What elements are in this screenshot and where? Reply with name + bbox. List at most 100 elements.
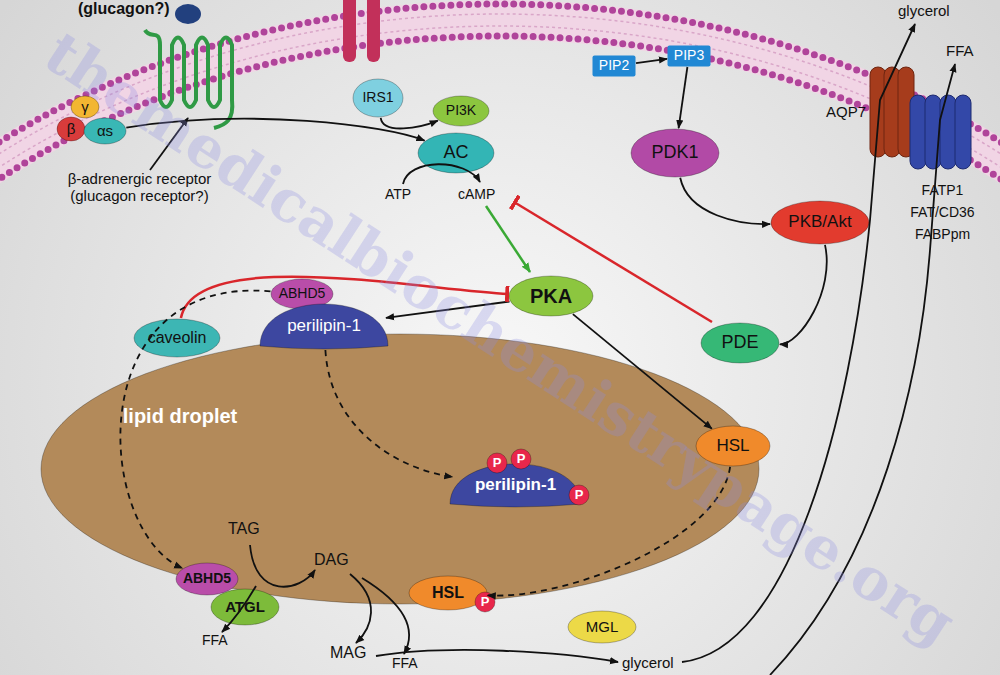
ellipse-outline <box>71 96 99 118</box>
ellipse-outline <box>771 201 869 244</box>
metabolite-label: cAMP <box>458 186 495 202</box>
lipid-tag: PIP2 <box>592 55 636 77</box>
dome-outline <box>260 304 388 349</box>
lipid-droplet: lipid dropletperilipin-1PPPHSLPABHD5ATGL <box>40 333 760 605</box>
node-label: ABHD5 <box>183 571 231 586</box>
ellipse-outline <box>134 319 220 357</box>
adaptor-protein: IRS1 <box>352 78 404 118</box>
receptor-label: β-adrenergic receptor (glucagon receptor… <box>52 170 227 205</box>
cell-interior <box>0 40 1000 675</box>
ellipse-outline <box>418 133 494 173</box>
metabolite-label: DAG <box>314 551 349 569</box>
phospho-tag: P <box>568 484 590 506</box>
g-alpha-subunit: αs <box>83 117 127 145</box>
node-label: FAT/CD36 <box>895 205 990 220</box>
g-beta-subunit: β <box>56 116 86 142</box>
transporter-subunit <box>925 95 941 169</box>
dome-outline <box>450 464 581 507</box>
node-label: AQP7 <box>818 104 874 121</box>
lipid-heads <box>0 36 1000 675</box>
node-label: AC <box>443 143 468 163</box>
kinase-blob: PKB/Akt <box>770 200 870 245</box>
metabolite-label: FFA <box>946 42 974 59</box>
rect-outline <box>668 46 711 67</box>
node-label: perilipin-1 <box>475 476 556 495</box>
node-label: ATGL <box>225 599 265 616</box>
node-label: caveolin <box>148 329 207 347</box>
node-label: PDE <box>721 333 758 353</box>
node-label: αs <box>97 123 113 140</box>
node-label: MGL <box>586 619 619 636</box>
ellipse-outline <box>475 592 495 612</box>
transporter-protein: FATP1FAT/CD36FABPpm <box>895 95 990 255</box>
lipid-tag: PIP3 <box>667 45 711 67</box>
metabolite-label: ATP <box>385 186 411 202</box>
node-label: PKB/Akt <box>788 213 851 232</box>
kinase-blob: PI3K <box>432 95 490 127</box>
node-label: P <box>493 456 502 470</box>
lipase-blob: ATGL <box>210 588 280 626</box>
node-label: P <box>575 488 584 502</box>
ellipse-outline <box>487 453 507 473</box>
ellipse-outline <box>568 611 636 643</box>
phospho-tag: P <box>474 591 496 613</box>
export-arrow <box>770 64 955 675</box>
node-label: P <box>481 595 490 609</box>
ellipse-outline <box>696 426 770 466</box>
leader-arrow <box>150 118 188 170</box>
node-label: PI3K <box>446 103 476 118</box>
coat-protein: perilipin-1 <box>258 302 390 350</box>
ellipse-outline <box>511 449 531 469</box>
ellipse-outline <box>211 589 279 625</box>
node-label: lipid droplet <box>95 405 265 427</box>
kinase-blob: PKA <box>508 275 594 317</box>
metabolite-label: MAG <box>330 644 366 662</box>
node-label: perilipin-1 <box>287 317 361 336</box>
export-arrow <box>682 24 915 662</box>
node-label: HSL <box>432 584 464 602</box>
ellipse-outline <box>569 485 589 505</box>
node-label: γ <box>81 99 89 116</box>
lipid-tails <box>0 26 1000 675</box>
ellipse-outline <box>701 323 779 363</box>
lipid-tails <box>0 14 1000 675</box>
lipase-blob: MGL <box>567 610 637 644</box>
ellipse-outline <box>631 129 719 177</box>
node-label: FABPpm <box>895 227 990 242</box>
metabolite-label: glycerol <box>622 654 674 671</box>
node-label: β <box>67 121 76 138</box>
insulin-receptor <box>367 0 380 62</box>
metabolite-label: FFA <box>392 655 418 671</box>
ellipse-outline <box>176 563 238 595</box>
transporter-subunit <box>940 95 956 169</box>
node-label: PDK1 <box>651 143 698 163</box>
ellipse-outline <box>57 117 85 141</box>
connector <box>680 178 770 224</box>
insulin-receptor <box>343 0 356 62</box>
node-label: PIP3 <box>674 48 704 63</box>
connector <box>126 119 424 141</box>
ellipse-outline <box>353 79 403 117</box>
node-label: PIP2 <box>599 58 629 73</box>
g-gamma-subunit: γ <box>70 95 100 119</box>
ellipse-outline <box>84 118 126 144</box>
ligand-blob <box>175 4 201 24</box>
transporter-subunit <box>910 95 926 169</box>
protein-blob: caveolin <box>133 318 221 358</box>
node-label: ABHD5 <box>279 286 326 301</box>
connector <box>381 118 438 129</box>
kinase-blob: PDK1 <box>630 128 720 178</box>
coat-protein: perilipin-1PPP <box>448 462 583 508</box>
ligand-label: (glucagon?) <box>78 0 170 18</box>
enzyme-blob: AC <box>417 132 495 174</box>
metabolite-label: FFA <box>202 632 228 648</box>
activation-arrow <box>486 206 530 272</box>
connector <box>679 67 688 128</box>
node-label: IRS1 <box>362 90 393 105</box>
phospho-tag: P <box>486 452 508 474</box>
phospho-tag: P <box>510 448 532 470</box>
transporter-subunit <box>955 95 971 169</box>
receptor-helix <box>145 30 232 128</box>
node-label: PKA <box>530 285 572 307</box>
